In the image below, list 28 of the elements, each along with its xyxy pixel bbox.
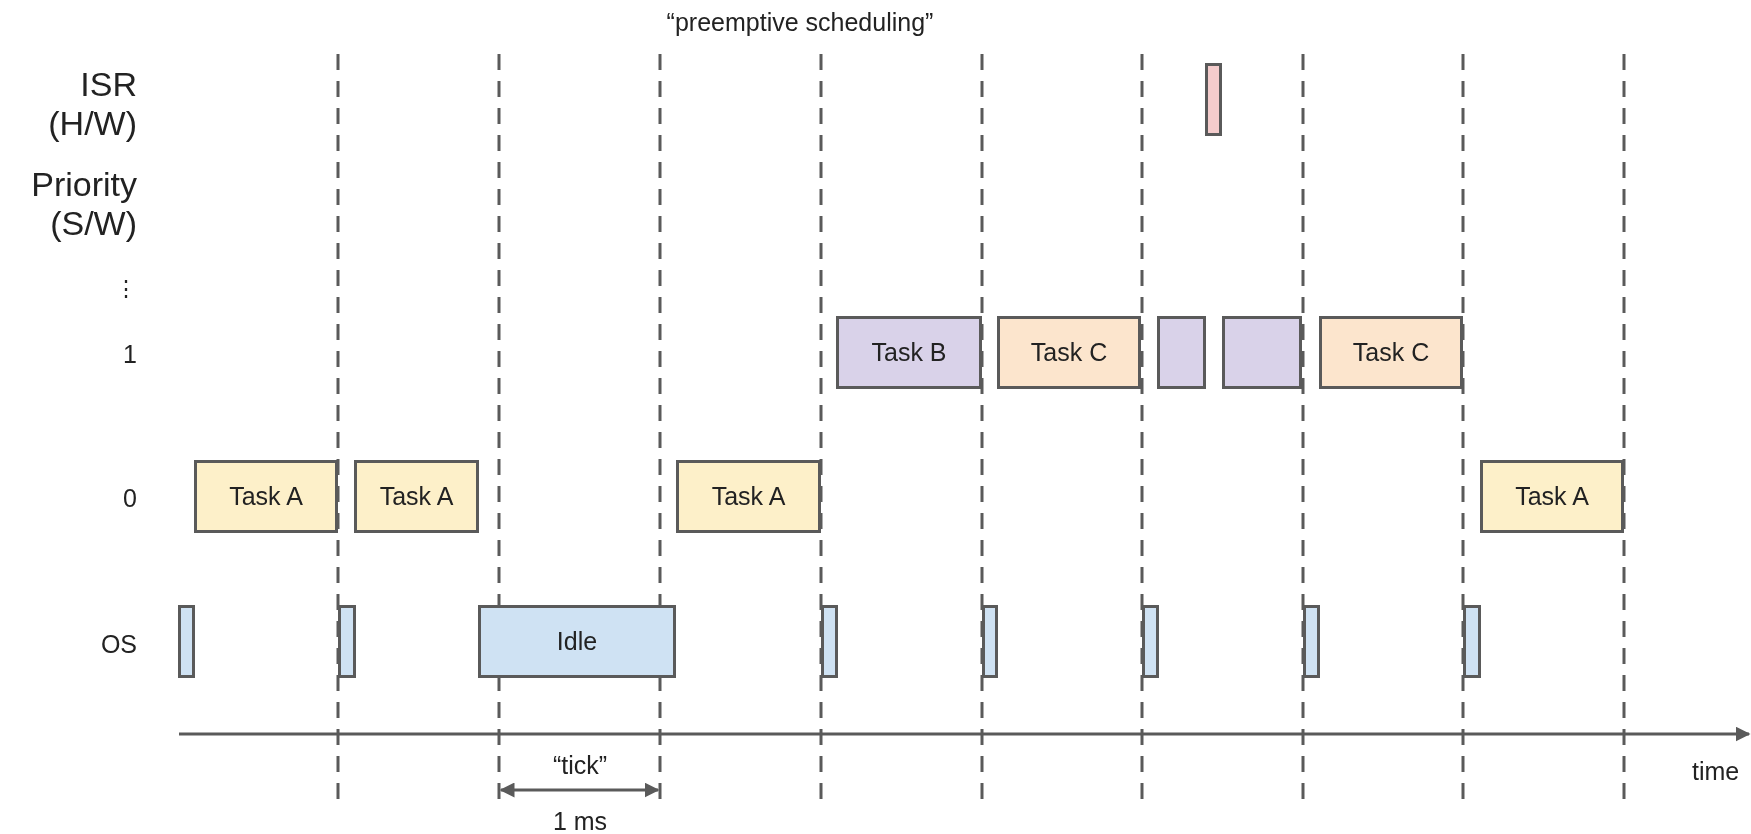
task-bar: Task A xyxy=(194,460,338,533)
idle-bar: Idle xyxy=(478,605,676,678)
os-bar xyxy=(1303,605,1320,678)
task-bar: Task A xyxy=(676,460,821,533)
os-bar xyxy=(821,605,838,678)
os-bar xyxy=(1142,605,1159,678)
os-bar xyxy=(1463,605,1481,678)
dimension-label: “tick” xyxy=(551,751,609,780)
interrupt-bar xyxy=(1205,63,1222,136)
os-bar xyxy=(338,605,356,678)
task-bar: Task B xyxy=(836,316,982,389)
row-label: 0 xyxy=(122,484,137,513)
os-bar xyxy=(178,605,195,678)
row-label: OS xyxy=(99,630,137,659)
os-bar xyxy=(982,605,998,678)
task-bar: Task C xyxy=(1319,316,1463,389)
row-label: ⋮ xyxy=(114,276,137,302)
row-label: 1 xyxy=(122,340,137,369)
row-label: ISR (H/W) xyxy=(47,65,137,144)
row-label: Priority (S/W) xyxy=(30,165,137,244)
task-bar: Task A xyxy=(354,460,479,533)
diagram-title: “preemptive scheduling” xyxy=(665,8,935,37)
task-bar: Task A xyxy=(1480,460,1624,533)
dimension-label: 1 ms xyxy=(551,807,609,834)
axis-label: time xyxy=(1692,757,1740,786)
task-bar xyxy=(1222,316,1302,389)
task-bar xyxy=(1157,316,1206,389)
task-bar: Task C xyxy=(997,316,1141,389)
